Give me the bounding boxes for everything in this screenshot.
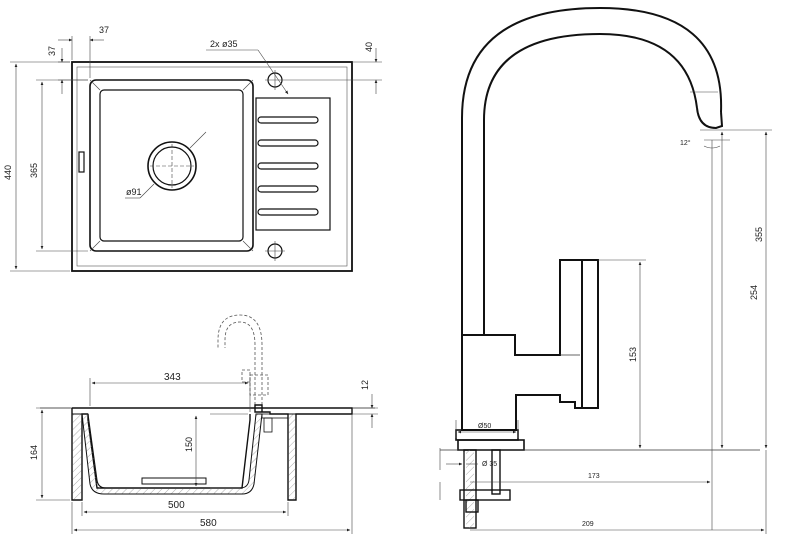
- dim-365: 365: [29, 163, 39, 178]
- dim-35: Ø 35: [482, 461, 497, 468]
- dim-40: 40: [364, 42, 374, 52]
- faucet-spout-outer: [461, 6, 723, 335]
- dim-164: 164: [29, 445, 39, 460]
- drainer-ribs: [257, 116, 319, 216]
- dim-440: 440: [3, 165, 13, 180]
- dim-153: 153: [628, 347, 638, 362]
- dim-173: 173: [588, 473, 600, 480]
- faucet-base: [455, 429, 519, 441]
- bowl-section: [81, 413, 263, 495]
- sink-outline: [71, 61, 353, 272]
- faucet-spout-inner: [483, 32, 698, 335]
- dim-12: 12: [360, 380, 370, 390]
- holes-dim-label: 2x ø35: [210, 39, 238, 49]
- shank-right: [491, 449, 501, 495]
- dim-580: 580: [200, 518, 217, 529]
- faucet-phantom: [217, 314, 269, 405]
- dim-37-horizontal: 37: [99, 25, 109, 35]
- basin-outer: [89, 79, 254, 252]
- faucet-body: [461, 259, 599, 431]
- faucet-view: 12° 355 254 153 Ø50 Ø 35 173 209: [439, 6, 772, 534]
- drain-dim-label: ø91: [126, 187, 142, 197]
- drainer-area: [255, 97, 331, 231]
- dim-500: 500: [168, 500, 185, 511]
- dim-37-vertical: 37: [47, 46, 57, 56]
- dim-150: 150: [184, 437, 194, 452]
- dim-209: 209: [582, 521, 594, 528]
- angle-12: 12°: [680, 139, 691, 147]
- overflow-slot: [78, 151, 85, 173]
- basin-inner: [99, 89, 244, 242]
- dim-355: 355: [754, 227, 764, 242]
- drain-outer: [147, 141, 197, 191]
- mounting-plate: [459, 489, 511, 501]
- dim-50: Ø50: [478, 423, 491, 430]
- sink-section-view: 343 12 164 150 500 580: [29, 314, 378, 534]
- dim-343: 343: [164, 372, 181, 383]
- sink-inner-rim: [76, 66, 348, 267]
- sink-section-outline: [72, 404, 353, 501]
- dim-254: 254: [749, 285, 759, 300]
- sink-top-view: ø91 2x ø35 37 37: [3, 25, 382, 272]
